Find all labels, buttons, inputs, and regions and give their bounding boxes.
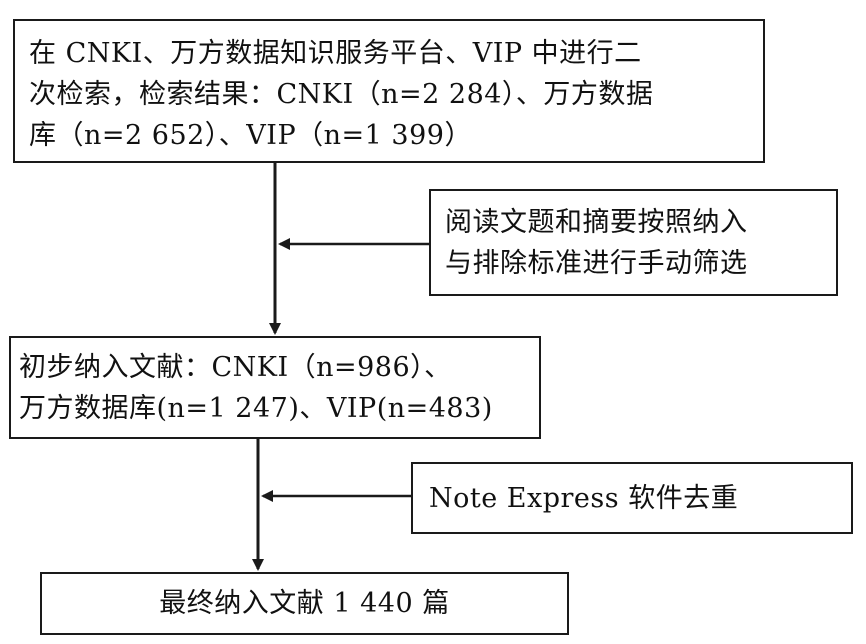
dedup-label: Note Express 软件去重 (429, 483, 739, 514)
search-results-box: 在 CNKI、万方数据知识服务平台、VIP 中进行二 次检索，检索结果：CNKI… (13, 19, 765, 163)
search-line-2: 次检索，检索结果：CNKI（n=2 284）、万方数据 (29, 79, 654, 110)
screening-box: 阅读文题和摘要按照纳入 与排除标准进行手动筛选 (429, 189, 838, 296)
screening-line-2: 与排除标准进行手动筛选 (445, 248, 748, 279)
initial-inclusion-line-2: 万方数据库(n=1 247)、VIP(n=483) (19, 393, 493, 424)
initial-inclusion-box: 初步纳入文献：CNKI（n=986）、 万方数据库(n=1 247)、VIP(n… (9, 336, 541, 439)
initial-inclusion-line-1: 初步纳入文献：CNKI（n=986）、 (19, 352, 452, 383)
final-inclusion-box: 最终纳入文献 1 440 篇 (40, 572, 569, 635)
screening-line-1: 阅读文题和摘要按照纳入 (445, 207, 748, 238)
dedup-box: Note Express 软件去重 (411, 462, 853, 534)
final-label: 最终纳入文献 1 440 篇 (159, 588, 450, 619)
search-line-1: 在 CNKI、万方数据知识服务平台、VIP 中进行二 (29, 38, 642, 69)
search-line-3: 库（n=2 652）、VIP（n=1 399） (29, 120, 472, 151)
